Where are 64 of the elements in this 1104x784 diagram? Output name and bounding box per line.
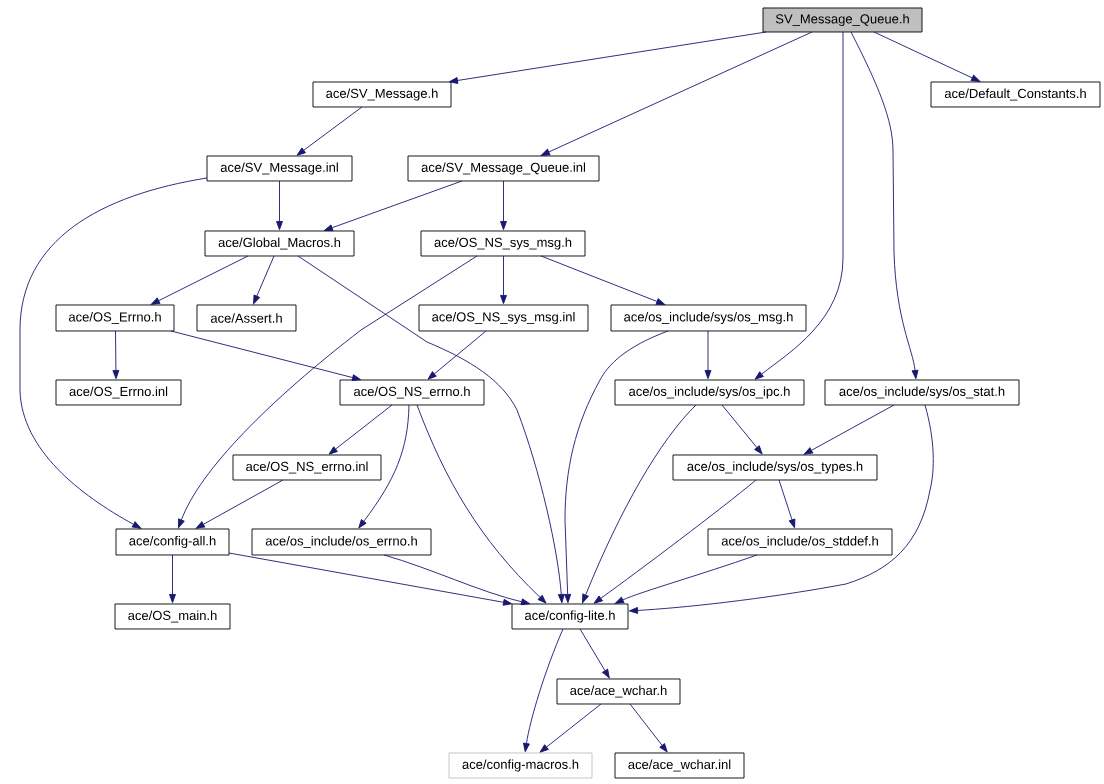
arrow <box>628 404 934 614</box>
file-box: ace/os_include/sys/os_stat.h <box>824 379 1020 406</box>
file-box: ace/ace_wchar.h <box>556 678 681 705</box>
arrow <box>540 255 666 305</box>
file-box: SV_Message_Queue.h <box>762 7 923 33</box>
arrow <box>323 180 463 231</box>
arrow <box>754 31 844 380</box>
file-box: ace/os_include/sys/os_types.h <box>672 454 878 481</box>
arrow <box>803 404 895 455</box>
arrow <box>416 404 547 604</box>
file-box: ace/config-macros.h <box>448 752 593 779</box>
arrow <box>427 330 487 380</box>
file-box: ace/Assert.h <box>196 304 297 332</box>
arrow <box>850 31 919 380</box>
file-box: ace/SV_Message.inl <box>206 155 353 182</box>
arrow <box>358 404 410 529</box>
arrow <box>523 628 564 753</box>
arrow <box>448 31 767 84</box>
file-box: ace/OS_NS_errno.h <box>339 379 485 406</box>
file-box: ace/os_include/os_errno.h <box>251 528 432 556</box>
file-box: ace/OS_main.h <box>114 603 231 630</box>
arrow <box>704 330 712 380</box>
arrow <box>296 106 363 156</box>
arrow <box>253 255 275 305</box>
arrow <box>383 554 531 606</box>
file-box: ace/OS_NS_sys_msg.h <box>420 230 586 257</box>
file-box: ace/OS_Errno.inl <box>55 379 182 406</box>
file-box: ace/ace_wchar.inl <box>614 752 745 779</box>
file-box: ace/OS_Errno.h <box>55 304 175 332</box>
arrow <box>150 255 249 305</box>
arrow <box>873 31 981 82</box>
arrow <box>614 554 758 604</box>
arrow <box>579 628 610 679</box>
arrow <box>593 479 757 604</box>
arrow <box>19 177 208 529</box>
arrow <box>297 255 565 604</box>
arrow <box>276 180 283 231</box>
arrow <box>721 404 763 455</box>
arrow <box>500 180 507 231</box>
file-box: ace/os_include/sys/os_msg.h <box>610 304 807 332</box>
file-box: ace/SV_Message_Queue.inl <box>407 155 600 182</box>
arrow <box>629 703 668 753</box>
arrow <box>170 330 362 381</box>
arrow <box>778 479 796 529</box>
file-box: ace/OS_NS_sys_msg.inl <box>418 304 589 332</box>
file-box: ace/config-lite.h <box>511 603 629 630</box>
file-box: ace/OS_NS_errno.inl <box>232 454 382 481</box>
arrow <box>582 404 697 604</box>
arrow <box>539 703 602 753</box>
arrow <box>540 31 813 156</box>
arrow <box>564 330 669 604</box>
arrow <box>195 479 284 529</box>
arrow <box>328 404 393 455</box>
file-box: ace/Global_Macros.h <box>204 230 355 257</box>
file-box: ace/Default_Constants.h <box>930 81 1101 108</box>
arrow <box>169 554 176 604</box>
arrow <box>228 552 513 606</box>
file-box: ace/SV_Message.h <box>312 81 452 108</box>
file-box: ace/os_include/sys/os_ipc.h <box>614 379 805 406</box>
arrow <box>178 255 478 529</box>
file-box: ace/config-all.h <box>115 528 230 556</box>
arrow <box>112 330 120 380</box>
file-box: ace/os_include/os_stddef.h <box>707 528 893 556</box>
arrow <box>500 255 507 305</box>
